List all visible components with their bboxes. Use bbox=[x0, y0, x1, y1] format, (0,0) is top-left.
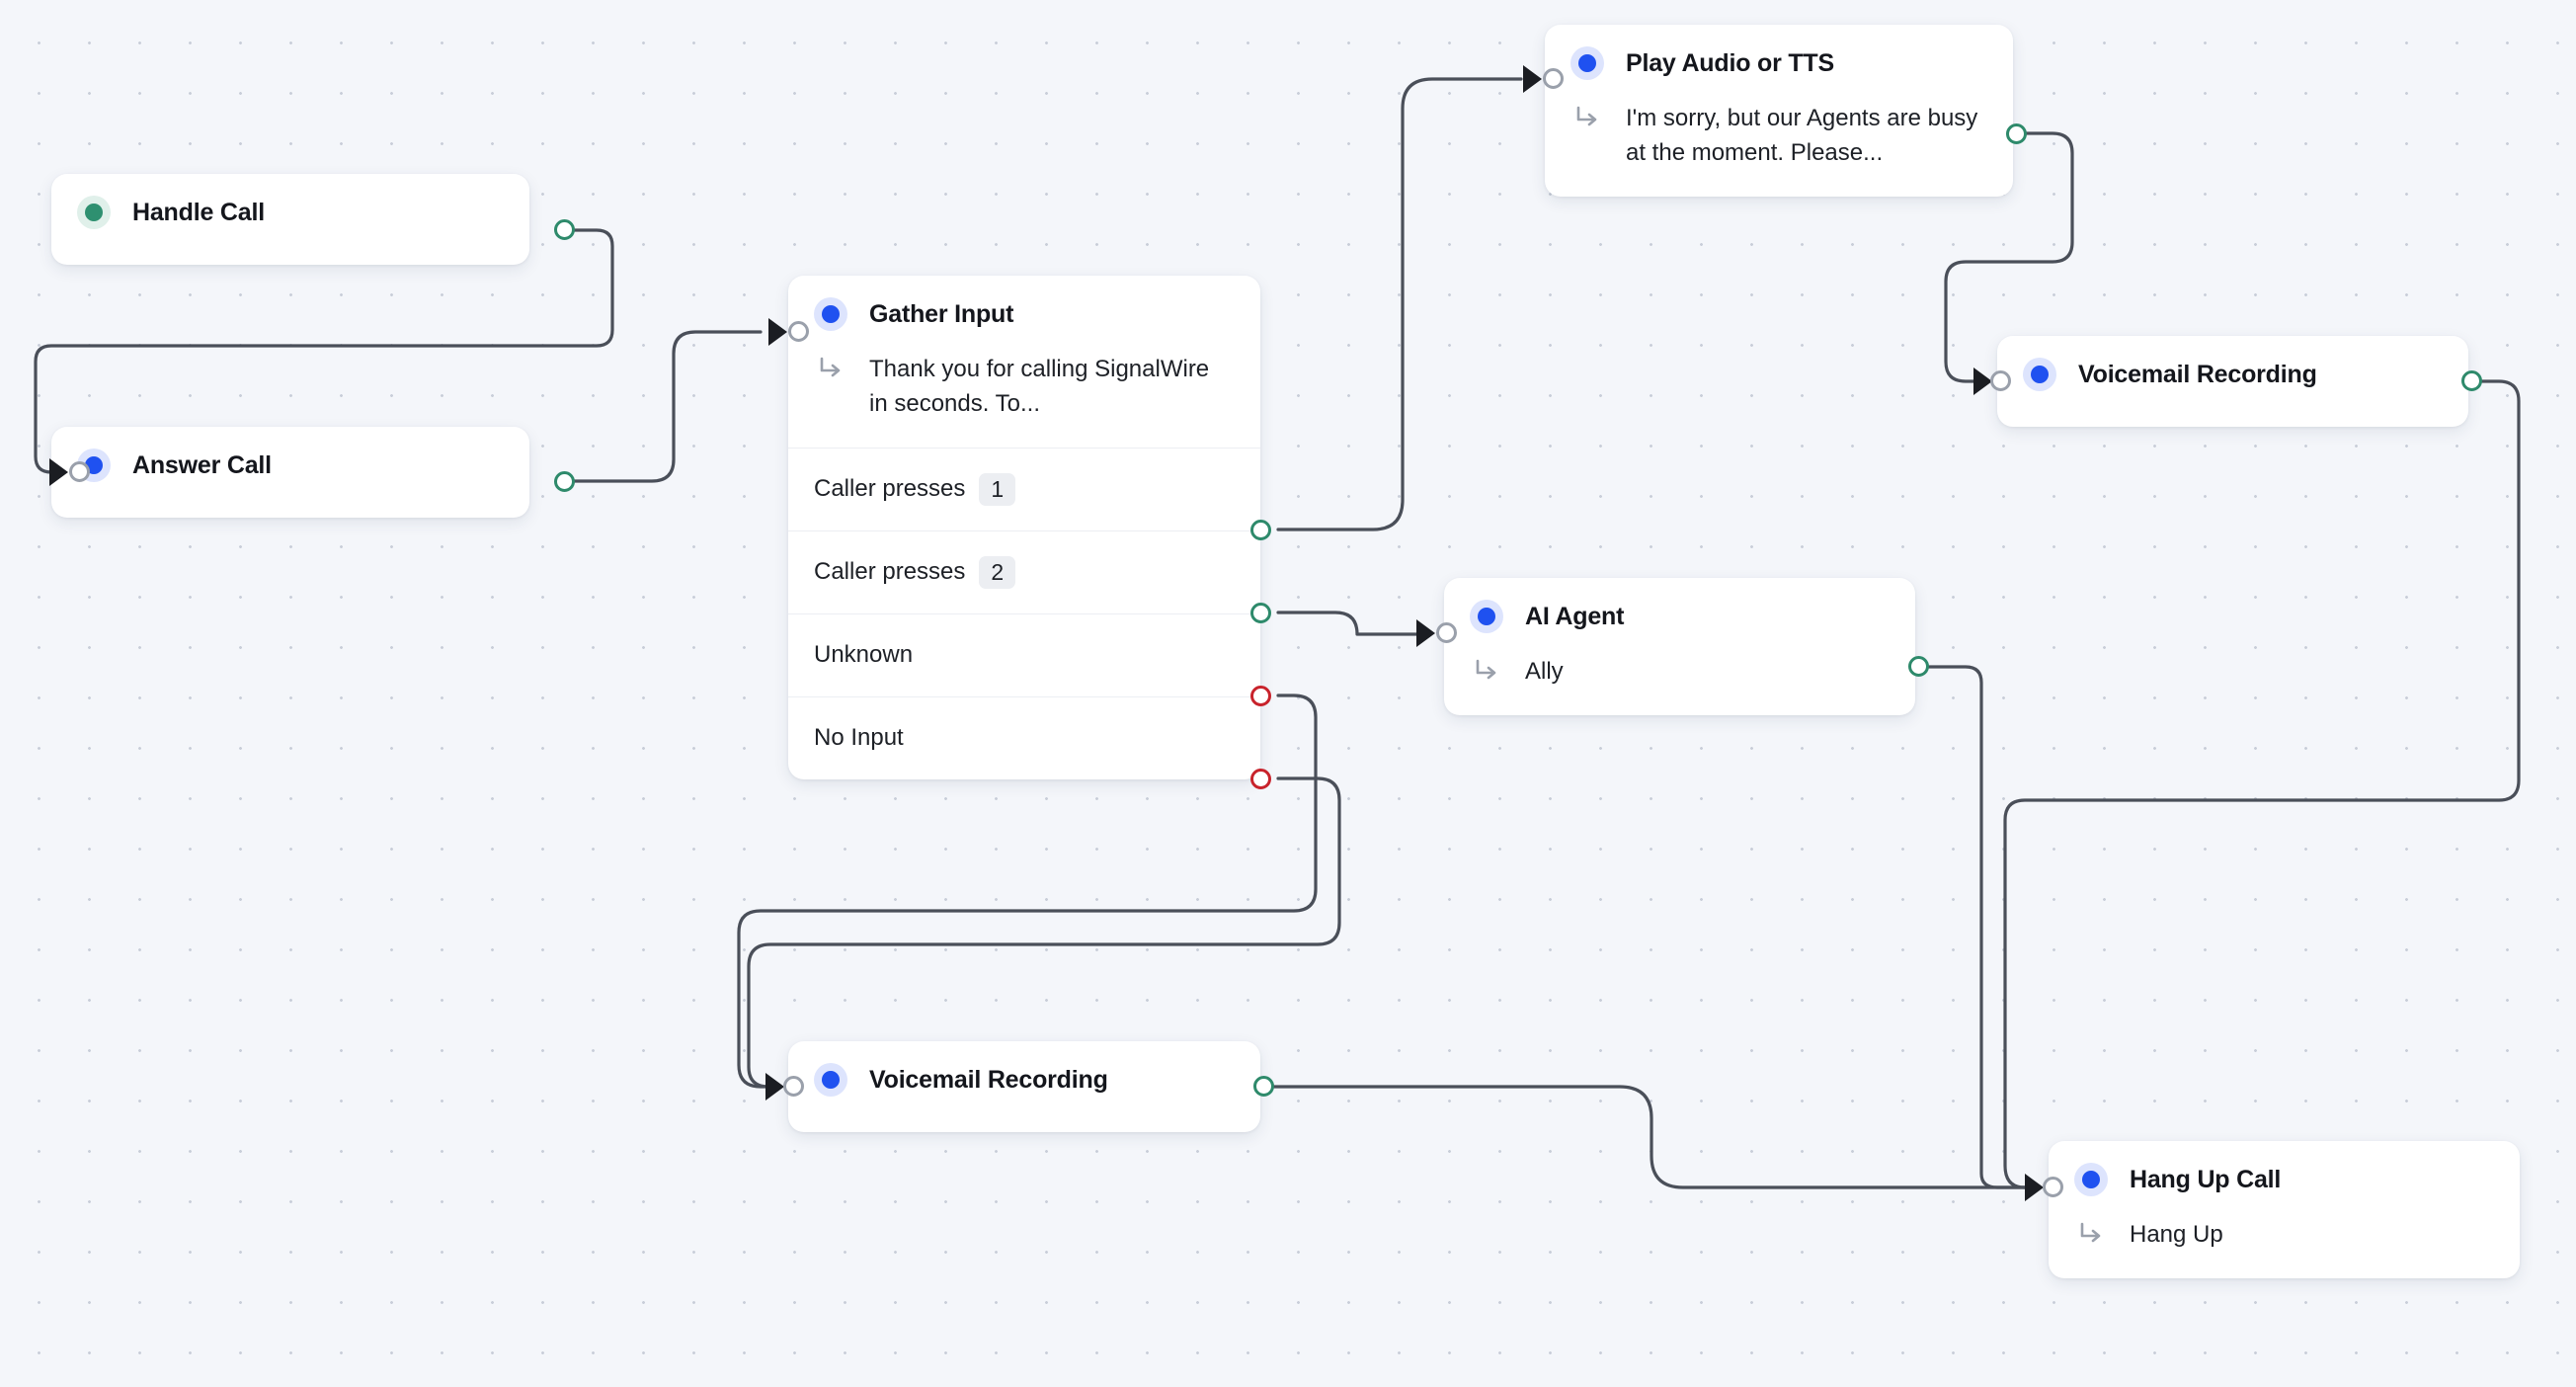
input-arrow-ai-agent bbox=[1416, 619, 1435, 647]
node-ai-agent[interactable]: AI Agent Ally bbox=[1444, 578, 1915, 715]
option-row-no-input[interactable]: No Input bbox=[788, 696, 1260, 779]
input-arrow-play-audio-tts bbox=[1523, 65, 1542, 93]
input-port-voicemail-bottom[interactable] bbox=[783, 1076, 804, 1097]
sub-arrow-icon bbox=[1570, 106, 1604, 129]
node-voicemail-recording-bottom[interactable]: Voicemail Recording bbox=[788, 1041, 1260, 1132]
input-port-ai-agent[interactable] bbox=[1436, 622, 1457, 643]
node-hang-up-call[interactable]: Hang Up Call Hang Up bbox=[2049, 1141, 2520, 1278]
node-description: I'm sorry, but our Agents are busy at th… bbox=[1545, 102, 2013, 197]
node-description-text: Ally bbox=[1525, 655, 1564, 690]
node-title: AI Agent bbox=[1525, 603, 1624, 631]
status-dot-icon bbox=[2074, 1163, 2108, 1196]
node-header: Handle Call bbox=[51, 174, 529, 251]
node-header: Hang Up Call bbox=[2049, 1141, 2520, 1218]
sub-arrow-icon bbox=[1470, 659, 1503, 683]
node-handle-call[interactable]: Handle Call bbox=[51, 174, 529, 265]
node-answer-call[interactable]: Answer Call bbox=[51, 427, 529, 518]
status-dot-icon bbox=[1570, 46, 1604, 80]
edge-answer-call-to-gather-input bbox=[565, 332, 761, 481]
node-header: Voicemail Recording bbox=[1997, 336, 2468, 413]
option-label: Caller presses bbox=[814, 558, 965, 586]
sub-arrow-icon bbox=[2074, 1222, 2108, 1246]
input-port-play-audio-tts[interactable] bbox=[1543, 68, 1564, 89]
input-arrow-answer-call bbox=[49, 458, 68, 486]
output-port-caller-presses-1[interactable] bbox=[1250, 520, 1271, 540]
output-port-ai-agent[interactable] bbox=[1908, 656, 1929, 677]
option-row-caller-presses-2[interactable]: Caller presses 2 bbox=[788, 530, 1260, 613]
node-title: Answer Call bbox=[132, 451, 272, 480]
output-port-voicemail-right[interactable] bbox=[2461, 370, 2482, 391]
input-arrow-hang-up-call bbox=[2025, 1174, 2044, 1201]
node-header: Play Audio or TTS bbox=[1545, 25, 2013, 102]
node-gather-input[interactable]: Gather Input Thank you for calling Signa… bbox=[788, 276, 1260, 779]
node-title: Gather Input bbox=[869, 300, 1013, 329]
option-row-unknown[interactable]: Unknown bbox=[788, 613, 1260, 696]
node-description-text: Hang Up bbox=[2130, 1218, 2223, 1253]
option-badge: 1 bbox=[979, 473, 1015, 506]
option-row-caller-presses-1[interactable]: Caller presses 1 bbox=[788, 448, 1260, 530]
input-arrow-gather-input bbox=[768, 318, 787, 346]
node-description-text: I'm sorry, but our Agents are busy at th… bbox=[1626, 102, 1981, 171]
node-title: Hang Up Call bbox=[2130, 1166, 2281, 1194]
edge-ai-agent-to-hangup bbox=[1929, 667, 2031, 1187]
option-label: No Input bbox=[814, 724, 904, 752]
node-description: Thank you for calling SignalWire in seco… bbox=[788, 353, 1260, 448]
output-port-answer-call[interactable] bbox=[554, 471, 575, 492]
node-voicemail-recording-right[interactable]: Voicemail Recording bbox=[1997, 336, 2468, 427]
status-dot-icon bbox=[1470, 600, 1503, 633]
status-dot-icon bbox=[814, 1063, 847, 1097]
node-title: Handle Call bbox=[132, 199, 265, 227]
option-badge: 2 bbox=[979, 556, 1015, 589]
output-port-play-audio-tts[interactable] bbox=[2006, 123, 2027, 144]
output-port-caller-presses-2[interactable] bbox=[1250, 603, 1271, 623]
input-arrow-voicemail-bottom bbox=[765, 1073, 784, 1101]
input-port-answer-call[interactable] bbox=[69, 461, 90, 482]
status-dot-icon bbox=[2023, 358, 2056, 391]
output-port-voicemail-bottom[interactable] bbox=[1253, 1076, 1274, 1097]
node-play-audio-tts[interactable]: Play Audio or TTS I'm sorry, but our Age… bbox=[1545, 25, 2013, 197]
edge-gather-2-to-ai-agent bbox=[1278, 612, 1416, 634]
node-header: Gather Input bbox=[788, 276, 1260, 353]
node-header: Voicemail Recording bbox=[788, 1041, 1260, 1118]
node-description: Hang Up bbox=[2049, 1218, 2520, 1278]
edge-gather-1-to-play-audio bbox=[1278, 79, 1521, 530]
sub-arrow-icon bbox=[814, 357, 847, 380]
status-dot-icon bbox=[77, 196, 111, 229]
option-label: Caller presses bbox=[814, 475, 965, 503]
output-port-handle-call[interactable] bbox=[554, 219, 575, 240]
input-port-hang-up-call[interactable] bbox=[2043, 1177, 2063, 1197]
option-label: Unknown bbox=[814, 641, 913, 669]
input-port-gather-input[interactable] bbox=[788, 321, 809, 342]
output-port-no-input[interactable] bbox=[1250, 769, 1271, 789]
input-port-voicemail-right[interactable] bbox=[1990, 370, 2011, 391]
node-header: AI Agent bbox=[1444, 578, 1915, 655]
node-title: Voicemail Recording bbox=[869, 1066, 1108, 1095]
node-title: Play Audio or TTS bbox=[1626, 49, 1834, 78]
node-description-text: Thank you for calling SignalWire in seco… bbox=[869, 353, 1225, 422]
node-header: Answer Call bbox=[51, 427, 529, 504]
edge-voicemail-bottom-to-hangup bbox=[1274, 1087, 2031, 1187]
node-title: Voicemail Recording bbox=[2078, 361, 2317, 389]
node-description: Ally bbox=[1444, 655, 1915, 715]
edge-voicemail-right-to-hangup bbox=[2005, 381, 2519, 1187]
output-port-unknown[interactable] bbox=[1250, 686, 1271, 706]
status-dot-icon bbox=[814, 297, 847, 331]
